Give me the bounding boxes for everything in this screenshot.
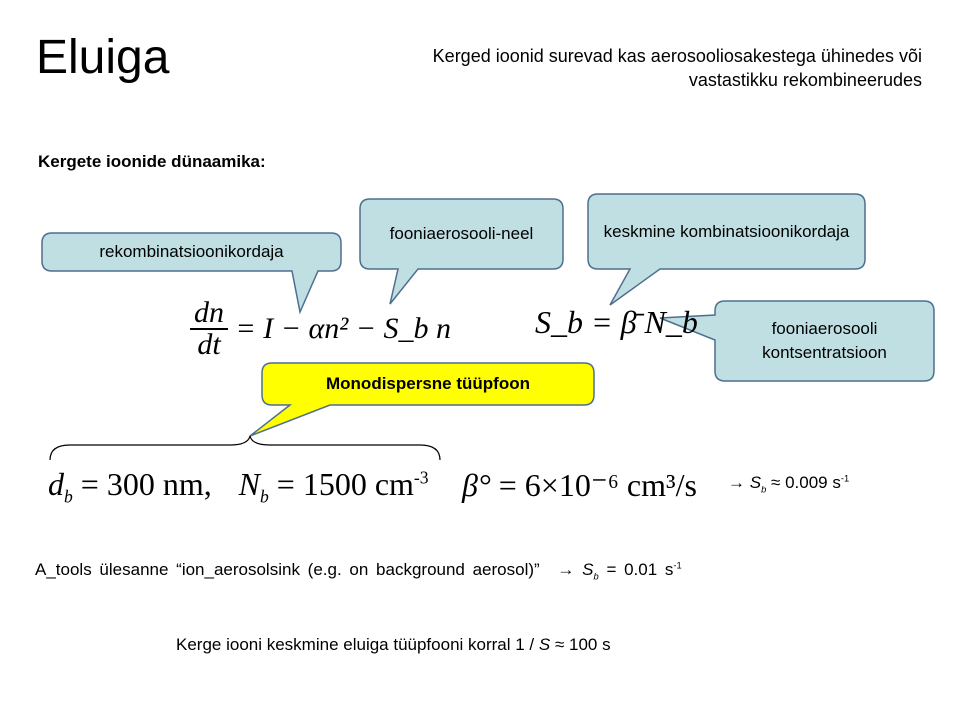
ion-balance-equation: dn dt = I − αn² − S_b n [190,298,451,360]
callout-monodisperse: Monodispersne tüüpfoon [326,374,530,393]
fraction-numerator: dn [190,298,228,330]
db-value: 300 nm, [106,466,212,502]
page-subtitle: Kerged ioonid surevad kas aerosooliosake… [432,46,922,90]
atools-task-line: A_tools ülesanne “ion_aerosolsink (e.g. … [35,560,682,582]
nb-exponent: -3 [413,467,429,488]
arrow-icon: → [557,560,575,579]
callout-mean-shape [587,193,866,306]
nb-value: 1500 cm [302,466,414,502]
section-heading: Kergete ioonide dünaamika: [38,152,266,171]
beta-parameter: β° = 6×10⁻⁶ cm³/s [462,467,697,503]
beta-value: 6×10⁻⁶ cm³/s [524,467,697,503]
callout-recombination-shape [41,232,342,315]
callout-monodisperse-shape [249,362,595,437]
arrow-icon: → [728,473,745,492]
callout-sink-shape [359,198,564,305]
equation-rhs: = I − αn² − S_b n [235,312,451,345]
callout-recombination: rekombinatsioonikordaja [99,242,284,261]
callout-sink: fooniaerosooli-neel [389,224,534,243]
background-parameters: db = 300 nm, Nb = 1500 cm-3 [48,466,429,507]
sink-result: → Sb ≈ 0.009 s-1 [728,473,850,495]
callout-concentration: fooniaerosooli kontsentratsioon [762,319,887,362]
lifetime-line: Kerge iooni keskmine eluiga tüüpfooni ko… [176,635,611,654]
fraction-denominator: dt [197,328,221,361]
derivative-fraction: dn dt [190,298,228,360]
sink-equation: S_b = β̄ N_b [535,304,698,340]
page-title: Eluiga [36,31,170,84]
callout-concentration-shape [659,300,935,382]
callout-mean-coefficient: keskmine kombinatsioonikordaja [603,221,850,241]
curly-brace [49,435,441,461]
